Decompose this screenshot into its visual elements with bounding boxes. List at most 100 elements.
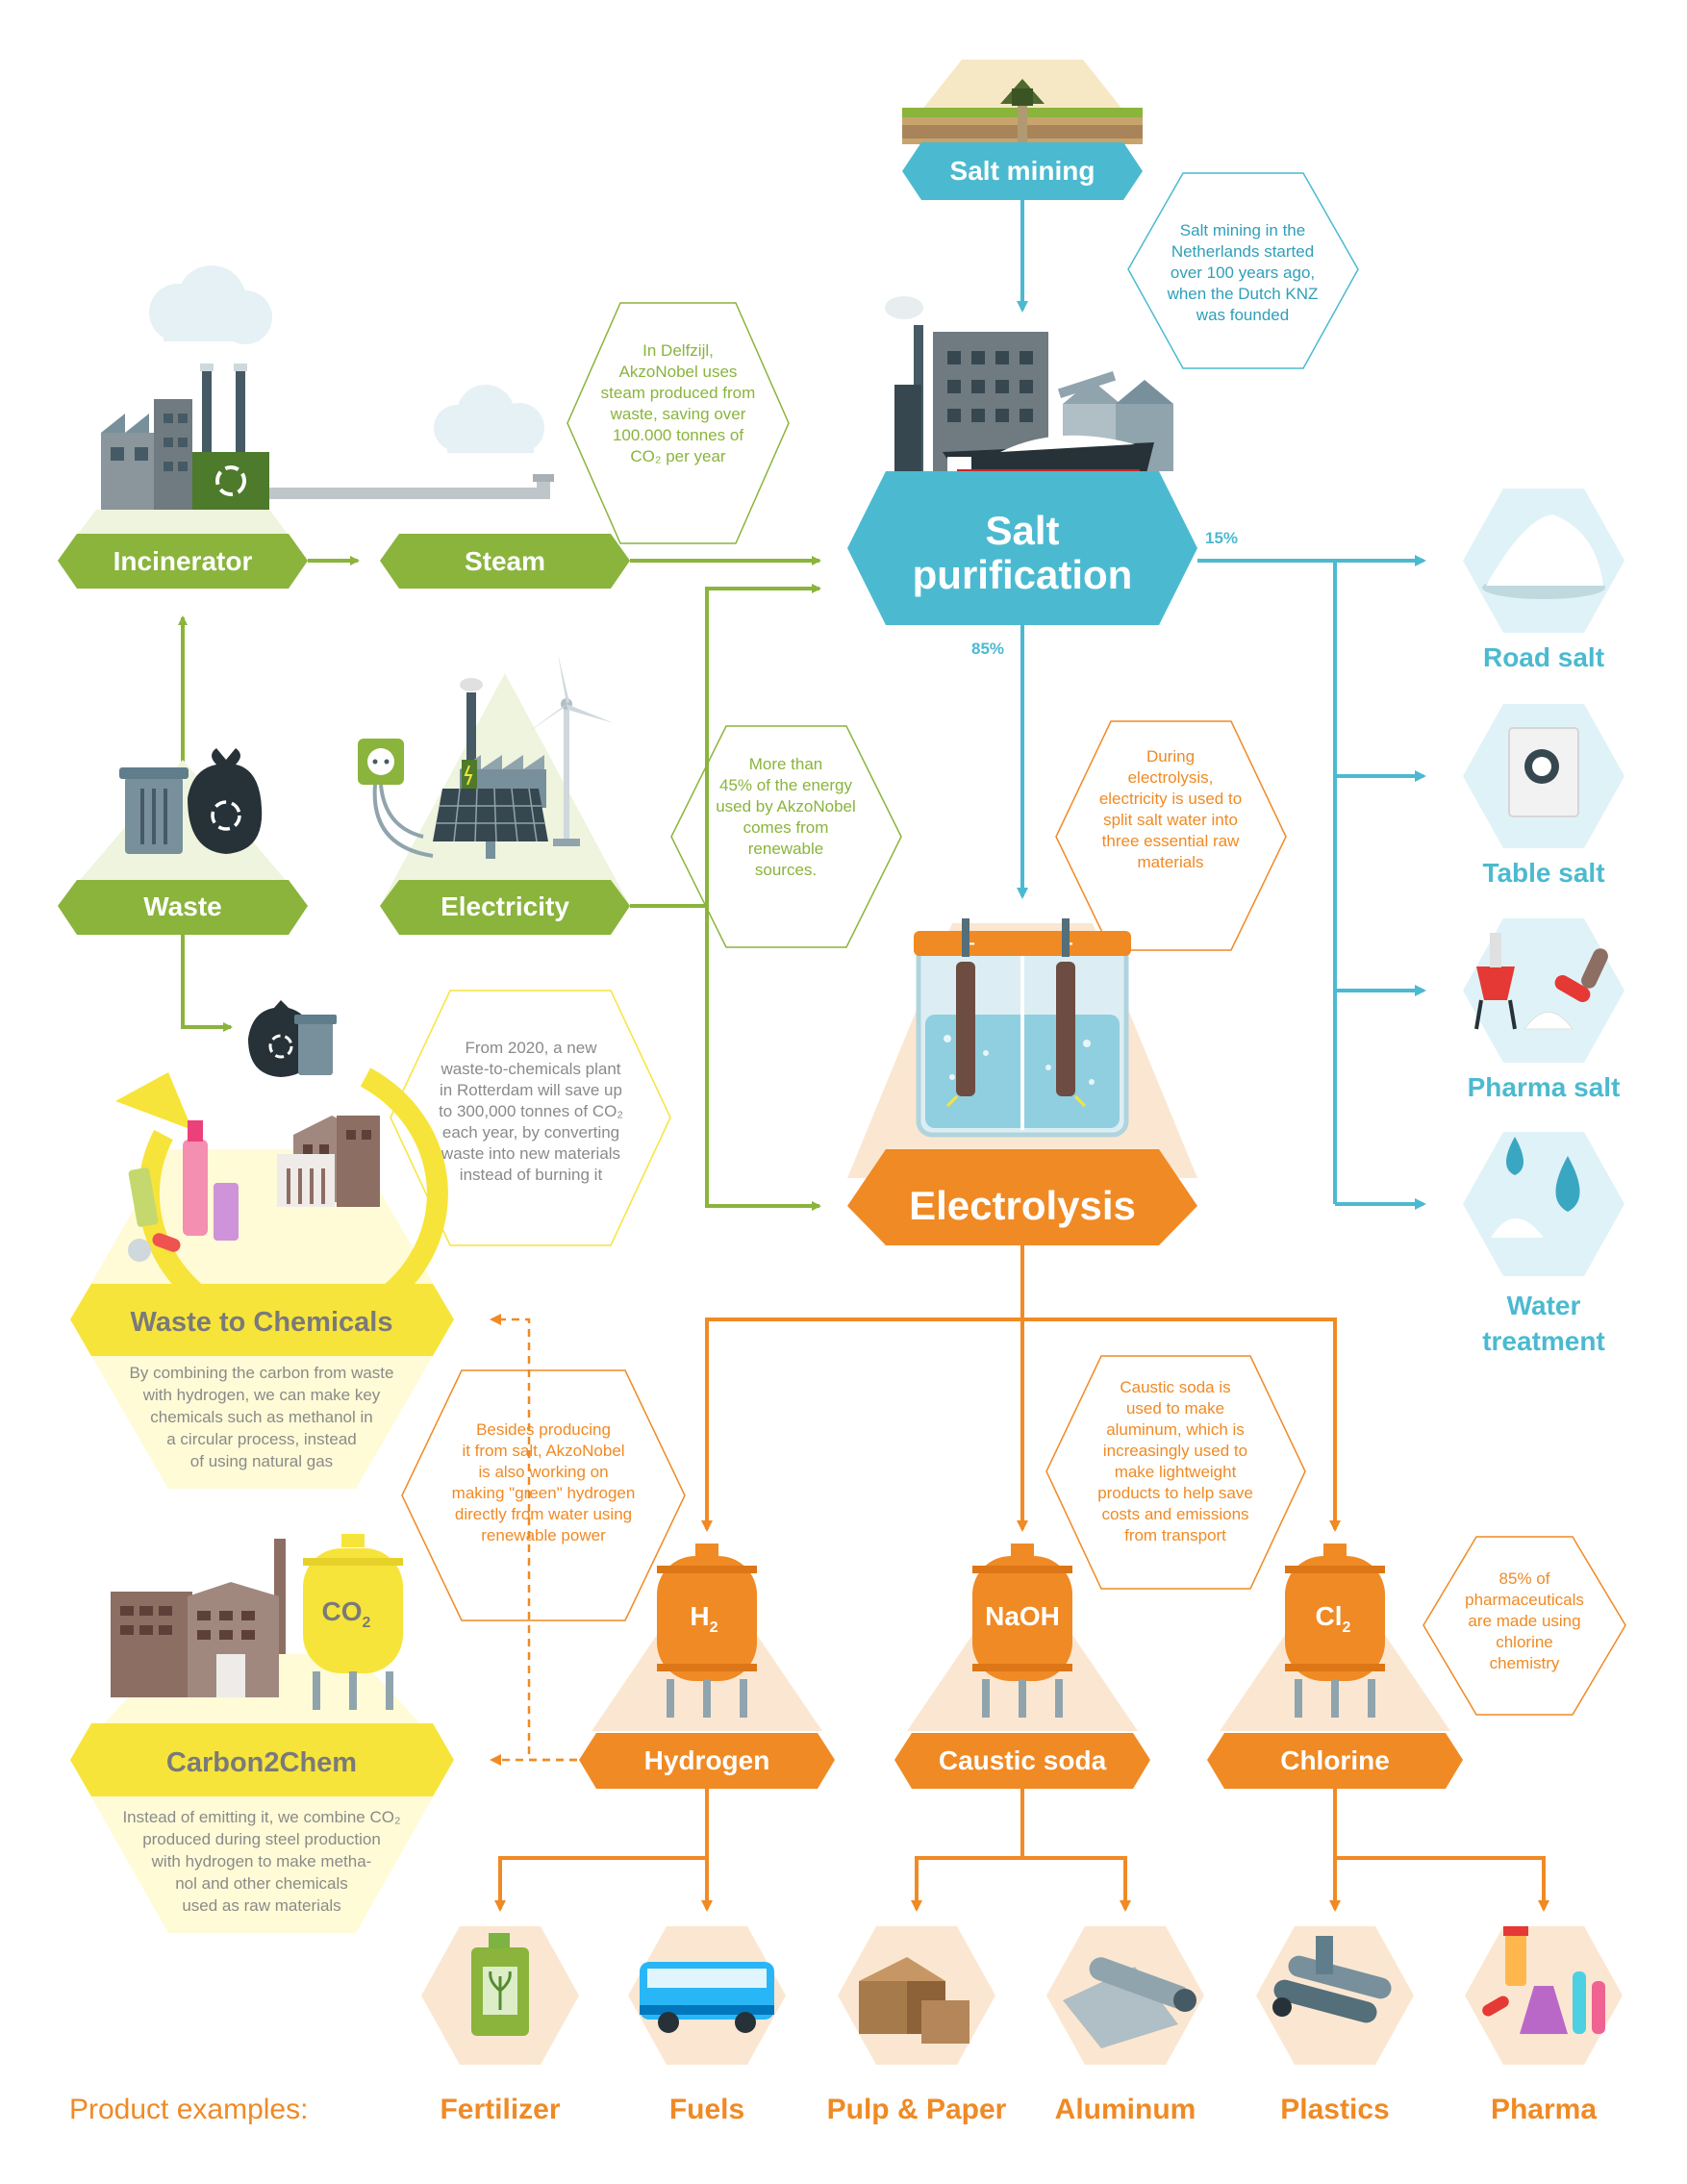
carbon2chem-label: Carbon2Chem xyxy=(166,1747,357,1778)
cardboard-box-icon xyxy=(859,1957,969,2044)
incinerator-label: Incinerator xyxy=(113,546,253,576)
steam-label: Steam xyxy=(465,546,545,576)
waste-label: Waste xyxy=(143,891,221,921)
salt-plant-icon xyxy=(883,296,1173,490)
waste-to-chemicals-label: Waste to Chemicals xyxy=(131,1307,393,1338)
hydrogen-formula: H xyxy=(690,1601,709,1631)
fertilizer-can-icon xyxy=(471,1933,529,2036)
electricity-node: Electricity xyxy=(358,654,630,935)
product-fuels: Fuels xyxy=(628,1926,786,2125)
product-label: Aluminum xyxy=(1055,2094,1196,2125)
wind-turbine-icon xyxy=(527,654,614,846)
carbon2chem-node: CO2 Carbon2Chem Instead of emitting it, … xyxy=(70,1534,454,1933)
product-label: Plastics xyxy=(1280,2094,1389,2125)
chlorine-node: Cl2 Chlorine xyxy=(1207,1544,1463,1789)
salt-mining-label: Salt mining xyxy=(950,156,1095,186)
pharma-bottles-icon xyxy=(1482,1926,1605,2034)
product-aluminum: Aluminum xyxy=(1046,1926,1204,2125)
trash-bin-icon xyxy=(119,767,189,854)
salt-product-0: Road salt xyxy=(1463,489,1624,672)
product-fertilizer: Fertilizer xyxy=(421,1926,579,2125)
salt-box-icon xyxy=(1508,727,1579,817)
electrolysis-branch-percent: 85% xyxy=(971,640,1004,658)
caustic-soda-node: NaOH Caustic soda xyxy=(894,1544,1150,1789)
salt-product-1: Table salt xyxy=(1463,704,1624,888)
plastic-pipes-icon xyxy=(1272,1936,1392,2023)
salt-pile-icon xyxy=(1482,515,1605,599)
salt-product-label: Road salt xyxy=(1483,642,1604,672)
steam-cloud-icon xyxy=(434,385,544,453)
waste-to-chemicals-node: Waste to Chemicals By combining the carb… xyxy=(70,1000,454,1489)
co2-tank-icon: CO2 xyxy=(303,1534,403,1710)
caustic-soda-label: Caustic soda xyxy=(939,1745,1107,1775)
co2-tank-formula: CO xyxy=(322,1596,363,1626)
svg-text:CO2: CO2 xyxy=(322,1596,371,1631)
incinerator-node: Incinerator xyxy=(58,265,308,589)
salt-product-label-line2: treatment xyxy=(1482,1326,1605,1356)
product-label: Fuels xyxy=(669,2094,744,2125)
product-row: Fertilizer Fuels Pulp & Paper Aluminum Plast… xyxy=(421,1926,1623,2125)
power-outlet-icon xyxy=(358,739,434,858)
svg-text:Cl2: Cl2 xyxy=(1316,1601,1351,1636)
hydrogen-label: Hydrogen xyxy=(644,1745,770,1775)
hydrogen-node: H2 Hydrogen xyxy=(579,1544,835,1789)
product-plastics: Plastics xyxy=(1256,1926,1414,2125)
electrolysis-label: Electrolysis xyxy=(909,1183,1136,1228)
salt-product-label: Pharma salt xyxy=(1468,1072,1621,1102)
chlorine-tank-icon: Cl2 xyxy=(1285,1544,1385,1718)
co2-tank-subscript: 2 xyxy=(363,1615,371,1631)
recycle-icon xyxy=(215,465,246,496)
steel-plant-icon xyxy=(111,1539,286,1697)
water-drops-icon xyxy=(1491,1137,1580,1238)
trash-bag-icon xyxy=(188,748,263,854)
caustic-soda-tank-icon: NaOH xyxy=(972,1544,1072,1718)
chlorine-subscript: 2 xyxy=(1343,1619,1351,1636)
bus-icon xyxy=(640,1962,774,2033)
electrolysis-cell-icon: − + xyxy=(914,918,1131,1138)
svg-text:H2: H2 xyxy=(690,1601,718,1636)
product-label: Fertilizer xyxy=(440,2094,560,2125)
product-label: Pharma xyxy=(1491,2094,1597,2125)
caustic-soda-formula: NaOH xyxy=(985,1601,1060,1631)
electricity-label: Electricity xyxy=(441,891,569,921)
salt-product-label: Table salt xyxy=(1482,858,1604,888)
steam-node: Steam xyxy=(269,385,630,589)
waste-node: Waste xyxy=(58,748,308,935)
recycled-waste-icon xyxy=(248,1000,337,1077)
product-pulp-paper: Pulp & Paper xyxy=(827,1926,1007,2125)
pharma-salt-icon xyxy=(1474,933,1608,1030)
salt-product-2: Pharma salt xyxy=(1463,918,1624,1102)
product-examples-heading: Product examples: xyxy=(69,2094,308,2125)
aluminum-roll-icon xyxy=(1063,1957,1196,2048)
chlorine-formula: Cl xyxy=(1316,1601,1343,1631)
steam-pipe-icon xyxy=(269,474,554,499)
cloud-icon xyxy=(149,265,272,344)
chlorine-label: Chlorine xyxy=(1280,1745,1390,1775)
product-label: Pulp & Paper xyxy=(827,2094,1007,2125)
factory-icon xyxy=(101,364,269,510)
consumer-products-icon xyxy=(128,1120,239,1262)
product-pharma: Pharma xyxy=(1465,1926,1623,2125)
solar-panel-icon xyxy=(433,788,548,859)
road-branch-percent: 15% xyxy=(1205,529,1238,547)
mine-shaft-icon xyxy=(1000,79,1045,146)
